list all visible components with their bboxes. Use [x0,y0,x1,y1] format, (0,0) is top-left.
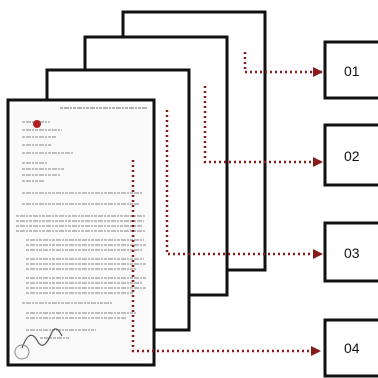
label-box-04: 04 [323,318,378,378]
label-02: 02 [344,148,360,164]
document-text-lines [16,107,148,339]
label-01: 01 [344,63,360,79]
arrow-to-02 [203,86,323,167]
label-03: 03 [344,245,360,261]
label-box-02: 02 [323,123,378,187]
label-box-01: 01 [323,40,378,100]
arrow-to-01 [243,52,323,77]
label-box-03: 03 [323,221,378,283]
label-04: 04 [344,340,360,356]
scanned-document [6,98,156,367]
seal-icon [33,120,41,128]
signature-icon [21,328,63,349]
stamp-icon [14,344,30,360]
arrow-to-04 [131,160,321,356]
